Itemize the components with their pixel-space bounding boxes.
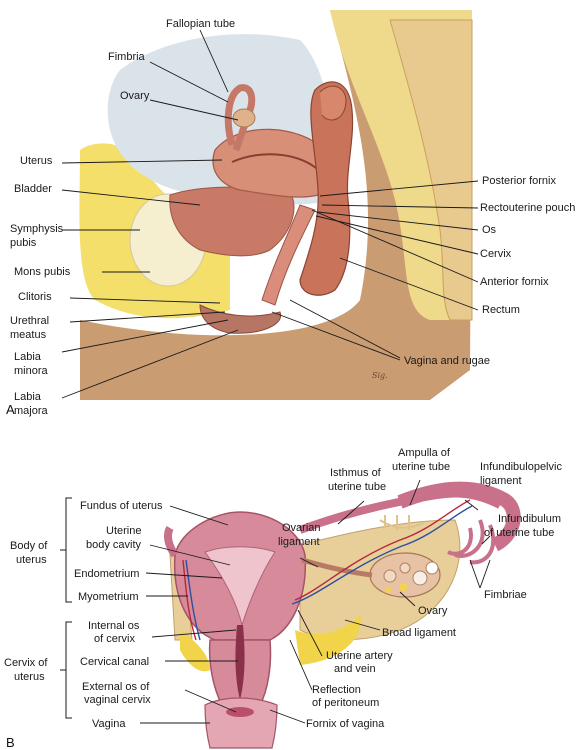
label-body-of-uterus-2: uterus xyxy=(16,554,47,566)
label-urethral-meatus-2: meatus xyxy=(10,329,47,341)
panel-a-sagittal-section: Sig. xyxy=(79,10,473,400)
follicle xyxy=(412,570,428,586)
label-ovarian-ligament-1: Ovarian xyxy=(282,522,321,534)
label-uterine-artery-2: and vein xyxy=(334,663,376,675)
external-os-shape xyxy=(226,707,254,717)
label-clitoris: Clitoris xyxy=(18,291,52,303)
label-cervix: Cervix xyxy=(480,248,512,260)
panel-a-leader-lines xyxy=(61,29,479,399)
rectum-shape xyxy=(299,81,354,296)
label-infundibulopelvic-2: ligament xyxy=(480,475,522,487)
label-bladder: Bladder xyxy=(14,183,52,195)
label-ovarian-ligament-2: ligament xyxy=(278,536,320,548)
sacrum-bone xyxy=(389,19,473,321)
fimbriae-shape xyxy=(447,519,496,565)
follicle xyxy=(399,583,407,591)
label-infundibulum-2: of uterine tube xyxy=(484,527,554,539)
label-uterus: Uterus xyxy=(20,155,53,167)
label-reflection-2: of peritoneum xyxy=(312,697,379,709)
label-mons-pubis: Mons pubis xyxy=(14,266,71,278)
label-os: Os xyxy=(482,224,497,236)
label-fimbriae: Fimbriae xyxy=(484,589,527,601)
label-anterior-fornix: Anterior fornix xyxy=(480,276,549,288)
label-labia-minora-1: Labia xyxy=(14,351,42,363)
ovary-shape xyxy=(232,108,256,128)
label-fornix-vagina: Fornix of vagina xyxy=(306,718,385,730)
label-fallopian-tube: Fallopian tube xyxy=(166,18,235,30)
label-external-os-1: External os of xyxy=(82,681,150,693)
label-uterine-body-cavity-1: Uterine xyxy=(106,525,141,537)
label-infundibulum-1: Infundibulum xyxy=(498,513,561,525)
label-ovary-a: Ovary xyxy=(120,90,150,102)
label-labia-majora-1: Labia xyxy=(14,391,42,403)
label-posterior-fornix: Posterior fornix xyxy=(482,175,556,187)
epoophoron xyxy=(379,515,426,530)
ampulla-loop xyxy=(397,481,521,552)
label-uterine-body-cavity-2: body cavity xyxy=(86,539,142,551)
uterine-artery-vessel xyxy=(294,499,471,601)
label-rectum: Rectum xyxy=(482,304,520,316)
label-ampulla-1: Ampulla of xyxy=(398,447,451,459)
uterine-tube-left xyxy=(163,526,179,558)
uterine-cavity-line xyxy=(231,153,317,169)
label-labia-minora-2: minora xyxy=(14,365,49,377)
label-myometrium: Myometrium xyxy=(78,591,139,603)
label-isthmus-1: Isthmus of xyxy=(330,467,382,479)
label-cervical-canal: Cervical canal xyxy=(80,656,149,668)
label-cervix-of-uterus-1: Cervix of xyxy=(4,657,48,669)
vagina-b-shape xyxy=(204,697,278,749)
panel-b-brackets xyxy=(60,497,72,719)
sigmoid-loop xyxy=(319,85,347,121)
label-labia-majora-2: majora xyxy=(14,405,49,417)
label-internal-os-1: Internal os xyxy=(88,620,140,632)
vagina-shape xyxy=(261,204,316,306)
body-of-uterus-bracket xyxy=(60,497,72,603)
label-fimbria: Fimbria xyxy=(108,51,146,63)
cervical-canal-shape xyxy=(235,625,245,700)
label-uterine-artery-1: Uterine artery xyxy=(326,650,393,662)
label-rectouterine-pouch: Rectouterine pouch xyxy=(480,202,575,214)
left-vessel-blue xyxy=(185,559,201,641)
uterine-vein-vessel xyxy=(291,505,473,605)
panel-b-labels: B Body of uterus Cervix of uterus Fundus… xyxy=(4,447,562,750)
artist-signature: Sig. xyxy=(372,371,388,380)
panel-b-frontal-section xyxy=(163,481,521,749)
follicle xyxy=(385,587,391,593)
labia-region xyxy=(199,304,282,334)
label-symphysis-1: Symphysis xyxy=(10,223,64,235)
uterine-cavity-shape xyxy=(204,546,276,627)
left-vessel-red xyxy=(182,559,197,641)
label-fundus: Fundus of uterus xyxy=(80,500,163,512)
label-ampulla-2: uterine tube xyxy=(392,461,450,473)
label-urethral-meatus-1: Urethral xyxy=(10,315,49,327)
label-cervix-of-uterus-2: uterus xyxy=(14,671,45,683)
label-symphysis-2: pubis xyxy=(10,237,37,249)
fallopian-tube-shape xyxy=(224,84,256,152)
label-external-os-2: vaginal cervix xyxy=(84,694,151,706)
follicle xyxy=(399,562,411,574)
cervix-of-uterus-bracket xyxy=(60,621,72,719)
label-broad-ligament: Broad ligament xyxy=(382,627,456,639)
panel-a-letter: A xyxy=(6,402,15,417)
label-isthmus-2: uterine tube xyxy=(328,481,386,493)
panel-b-letter: B xyxy=(6,735,15,750)
label-reflection-1: Reflection xyxy=(312,684,361,696)
peritoneal-fat-right xyxy=(295,615,361,665)
label-vagina: Vagina xyxy=(92,718,126,730)
follicle-free xyxy=(425,561,439,575)
label-endometrium: Endometrium xyxy=(74,568,139,580)
follicle xyxy=(383,569,397,583)
panel-b-leader-lines xyxy=(140,479,491,724)
label-ovary-b: Ovary xyxy=(418,605,448,617)
label-infundibulopelvic-1: Infundibulopelvic xyxy=(480,461,562,473)
label-vagina-rugae: Vagina and rugae xyxy=(404,355,490,367)
panel-a-labels: A Fallopian tube Fimbria Ovary Uterus Bl… xyxy=(6,18,575,417)
label-internal-os-2: of cervix xyxy=(94,633,135,645)
label-body-of-uterus-1: Body of xyxy=(10,540,48,552)
